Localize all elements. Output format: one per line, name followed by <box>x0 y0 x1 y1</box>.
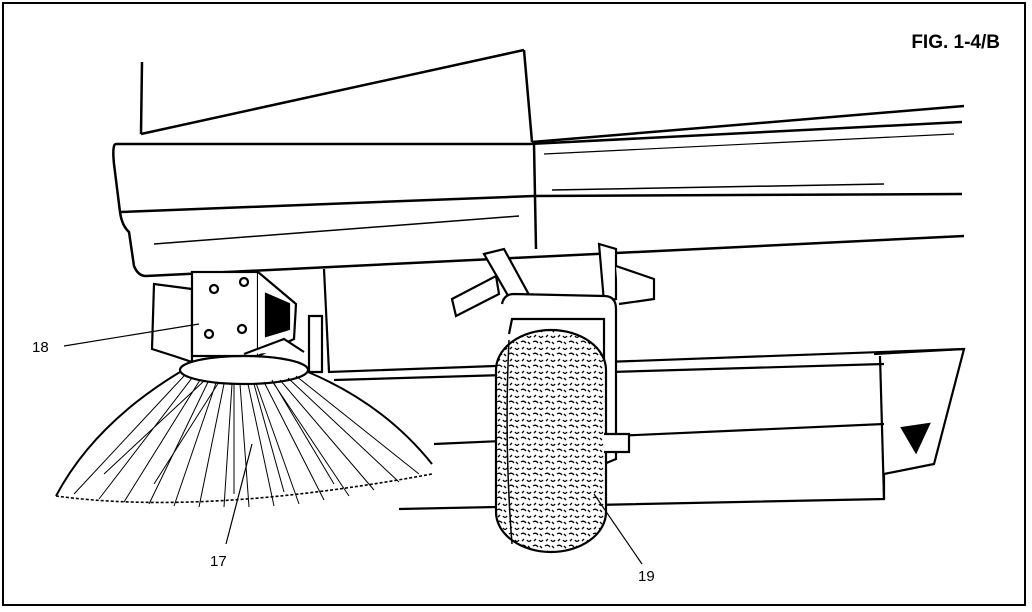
figure-frame: FIG. 1-4/B <box>2 2 1026 606</box>
callout-19: 19 <box>638 568 655 585</box>
side-brush <box>55 354 433 508</box>
callout-18: 18 <box>32 339 49 356</box>
callout-17: 17 <box>210 553 227 570</box>
machine-body <box>112 48 965 278</box>
side-brush-mount <box>150 270 324 374</box>
chassis-skirt <box>322 268 966 511</box>
machine-illustration: 18 17 19 <box>32 48 966 585</box>
rear-wheel <box>450 242 656 554</box>
figure-title: FIG. 1-4/B <box>911 32 1000 53</box>
leader-lines <box>63 323 643 565</box>
